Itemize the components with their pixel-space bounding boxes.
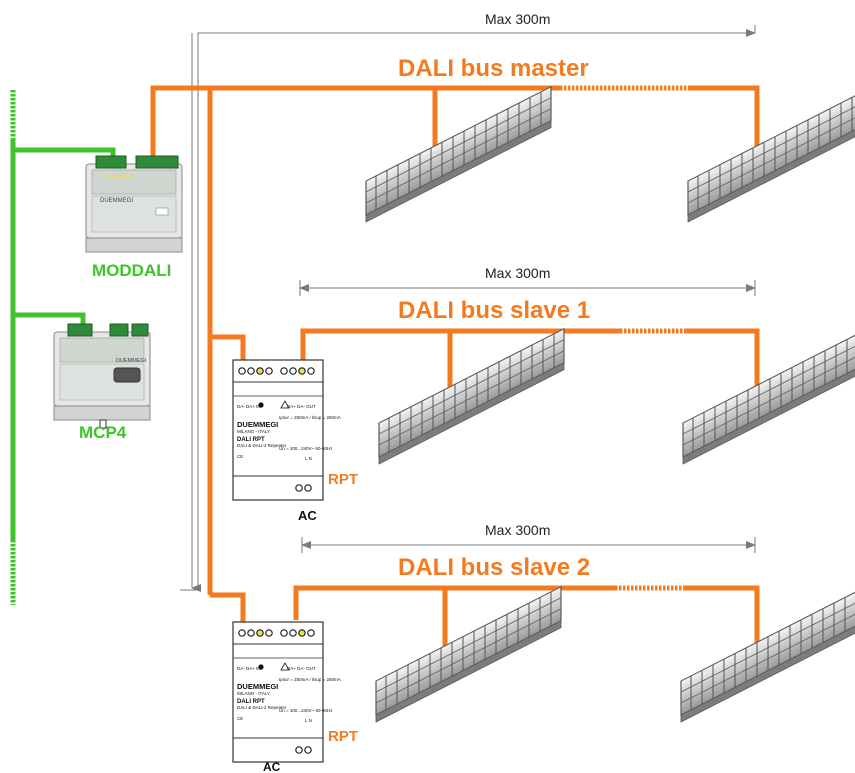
repeater-2: DA- DA+ IN DA+ DA- OUT DUEMMEGI MILANO -… <box>232 621 341 763</box>
rpt2-ln: L N <box>305 718 312 723</box>
moddali-label: MODDALI <box>92 261 171 280</box>
rpt2-label: RPT <box>328 728 358 745</box>
rpt1-brand: DUEMMEGI <box>237 420 278 429</box>
rpt2-brand: DUEMMEGI <box>237 682 278 691</box>
bus-slave2-span: Max 300m <box>485 522 550 538</box>
warning-icon <box>280 662 290 671</box>
rpt1-brand-sub: MILANO - ITALY <box>237 429 270 434</box>
rpt2-ac-label: AC <box>263 760 281 773</box>
rpt2-terminal-in: DA- DA+ IN <box>237 666 261 671</box>
lamp-master-2 <box>687 86 855 223</box>
rpt1-ac-label: AC <box>298 508 317 523</box>
rpt1-ce: CE <box>237 454 243 459</box>
repeater-1: DA- DA+ IN DA+ DA- OUT DUEMMEGI MILANO -… <box>232 359 341 501</box>
bus-slave2-label: DALI bus slave 2 <box>398 554 590 581</box>
rpt1-spec: Ipsur = 250mA / Ilsup = 250mA <box>279 415 341 420</box>
rpt1-model: DALI RPT <box>237 437 265 443</box>
bus-slave1-label: DALI bus slave 1 <box>398 297 590 324</box>
rpt1-ln: L N <box>305 456 312 461</box>
dali-logo-icon <box>258 402 264 408</box>
bus-master-label: DALI bus master <box>398 55 589 82</box>
dimension-lines <box>180 25 756 592</box>
dali-bus-orange <box>150 85 760 652</box>
warning-icon <box>280 400 290 409</box>
dali-logo-icon <box>258 664 264 670</box>
lamp-slave1-1 <box>378 328 565 465</box>
rpt1-terminal-out: DA+ DA- OUT <box>287 404 316 409</box>
bus-slave1-span: Max 300m <box>485 265 550 281</box>
lamp-master-1 <box>365 86 552 223</box>
rpt2-supply-spec: Un = 100...240V~ 50-60Hz <box>279 708 333 713</box>
lamp-slave2-2 <box>680 586 855 723</box>
rpt1-supply-spec: Un = 100...240V~ 50-60Hz <box>279 446 333 451</box>
lamp-slave1-2 <box>682 328 855 465</box>
bus-master-span: Max 300m <box>485 11 550 27</box>
moddali-module: DUEMMEGI <box>85 155 183 253</box>
mcp4-module: DUEMMEGI <box>53 323 151 429</box>
rpt1-model-sub: DALI & DALI-2 Repeater <box>237 443 287 448</box>
rpt2-model: DALI RPT <box>237 699 265 705</box>
rpt2-brand-sub: MILANO - ITALY <box>237 691 270 696</box>
rpt2-ce: CE <box>237 716 243 721</box>
rpt1-label: RPT <box>328 471 358 488</box>
rpt2-terminal-out: DA+ DA- OUT <box>287 666 316 671</box>
rpt2-model-sub: DALI & DALI-2 Repeater <box>237 705 287 710</box>
moddali-brand: DUEMMEGI <box>100 198 133 204</box>
lamp-slave2-1 <box>375 586 562 723</box>
rpt1-terminal-in: DA- DA+ IN <box>237 404 261 409</box>
rpt2-spec: Ipsur = 250mA / Ilsup = 250mA <box>279 677 341 682</box>
mcp4-label: MCP4 <box>79 423 127 442</box>
mcp4-brand: DUEMMEGI <box>116 358 147 364</box>
